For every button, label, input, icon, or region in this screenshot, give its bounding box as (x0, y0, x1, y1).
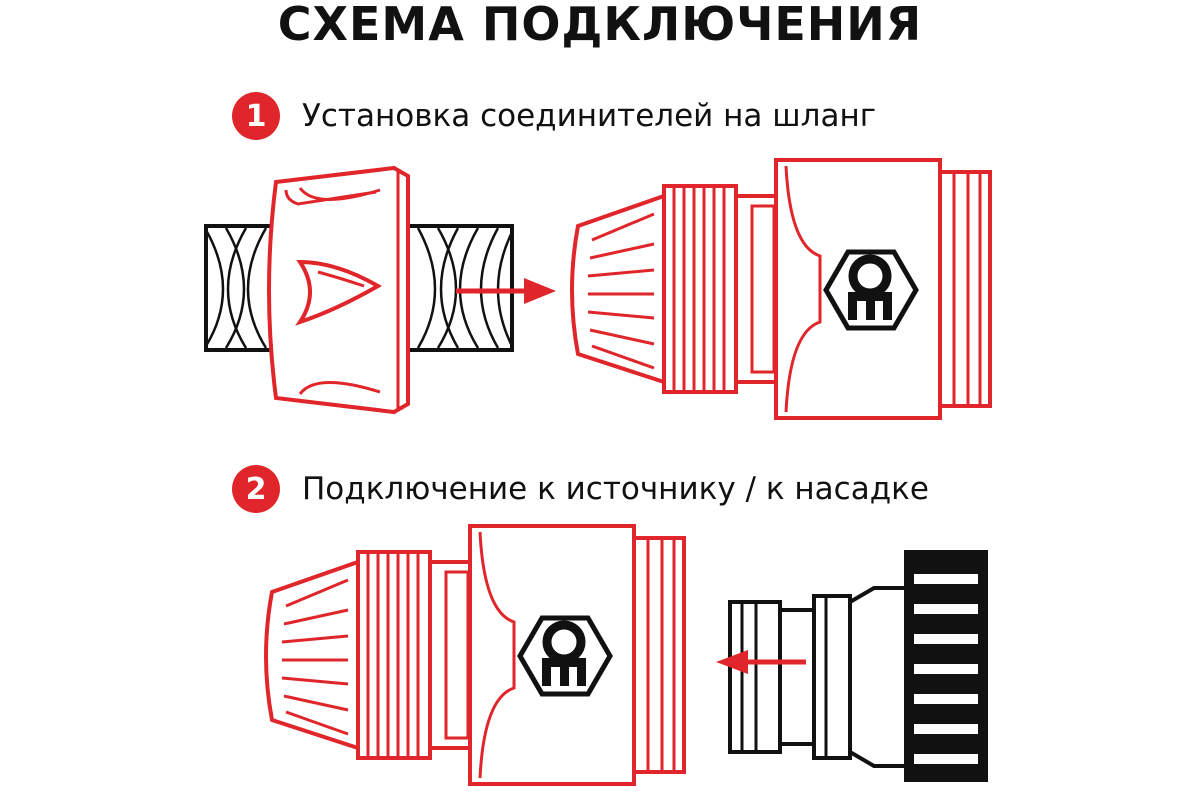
arrow-icon (716, 650, 806, 674)
step-2: 2 Подключение к источнику / к насадке (232, 465, 929, 513)
step-1-number-badge: 1 (232, 92, 280, 140)
connector-icon (266, 526, 684, 784)
step-2-label: Подключение к источнику / к насадке (302, 471, 929, 507)
step-2-number-badge: 2 (232, 465, 280, 513)
arrow-icon (456, 278, 556, 304)
connector-icon (572, 160, 990, 418)
step-1: 1 Установка соединителей на шланг (232, 92, 876, 140)
collet-nut-icon (267, 165, 410, 415)
diagram-title: СХЕМА ПОДКЛЮЧЕНИЯ (277, 0, 923, 51)
step-1-label: Установка соединителей на шланг (302, 98, 877, 134)
tap-adapter-icon (728, 550, 988, 782)
